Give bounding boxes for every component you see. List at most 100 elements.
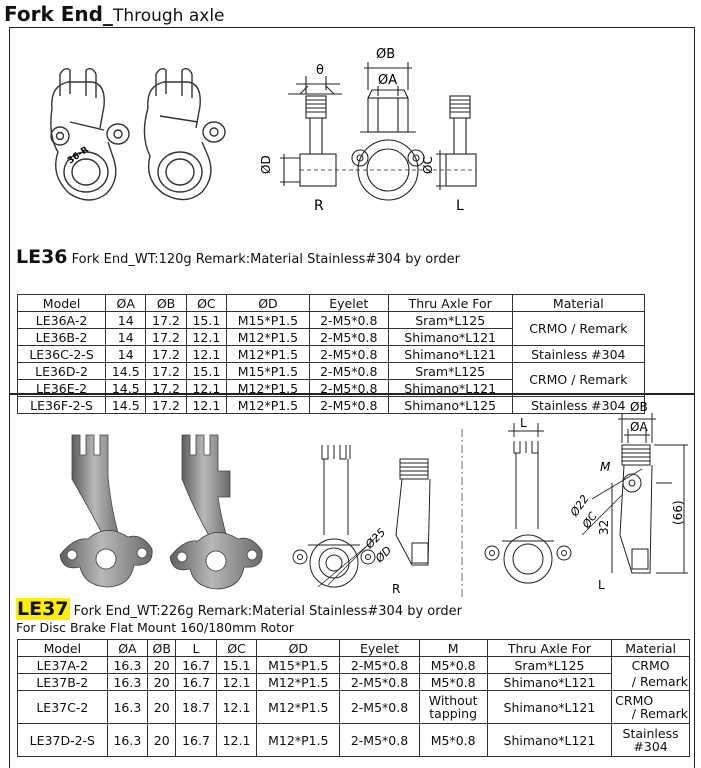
- cell: 2-M5*0.8: [308, 328, 389, 346]
- cell: M5*0.8: [418, 723, 488, 757]
- cell: Shimano*L121: [387, 345, 513, 363]
- cell: 15.1: [185, 362, 228, 380]
- cell: 18.7: [175, 690, 217, 724]
- cell: 17.2: [145, 345, 187, 363]
- le37-code: LE37: [16, 598, 70, 620]
- cell: 17.2: [145, 396, 187, 414]
- col-header: Material: [511, 294, 646, 312]
- col-header: ØC: [185, 294, 228, 312]
- l-label: L: [456, 198, 464, 214]
- col-header: ØA: [106, 639, 149, 657]
- cell-model: LE37A-2: [17, 656, 108, 674]
- cell-line: tapping: [429, 706, 478, 721]
- cell: M5*0.8: [418, 656, 488, 674]
- le36-spec-table: Model ØA ØB ØC ØD Eyelet Thru Axle For M…: [16, 294, 646, 414]
- cell: 16.3: [106, 656, 149, 674]
- cell: Shimano*L121: [486, 673, 613, 691]
- cell-model: LE36C-2-S: [16, 345, 107, 363]
- cell: 14.5: [105, 362, 147, 380]
- le36-section: 36-R: [9, 27, 695, 414]
- cell-line: Without: [428, 693, 478, 708]
- drawing-divider: [461, 429, 463, 599]
- m-label: M: [600, 460, 611, 474]
- le37-subtitle: LE37 Fork End_WT:226g Remark:Material St…: [16, 598, 462, 620]
- r-label-2: R: [392, 582, 400, 596]
- le36-subtitle: LE36 Fork End_WT:120g Remark:Material St…: [16, 246, 460, 268]
- cell-model: LE36A-2: [16, 311, 107, 329]
- cell-material: CRMO / Remark: [511, 311, 646, 346]
- cell: 2-M5*0.8: [339, 656, 420, 674]
- cell: 2-M5*0.8: [339, 690, 420, 724]
- cell: 16.7: [175, 656, 217, 674]
- cell: 14.5: [105, 396, 147, 414]
- le36-technical-drawing: θ ØB ØA ØD ØC R L: [260, 47, 477, 214]
- cell: 17.2: [145, 328, 187, 346]
- phi-b-label-2: ØB: [630, 400, 648, 414]
- r-label: R: [314, 198, 324, 214]
- title-bold: Fork End_: [4, 2, 113, 26]
- col-header: ØB: [145, 294, 187, 312]
- col-header: ØD: [256, 639, 341, 657]
- le37-render-illustration: [59, 434, 263, 590]
- col-header: ØC: [215, 639, 258, 657]
- cell: 12.1: [185, 328, 228, 346]
- cell: Shimano*L121: [387, 328, 513, 346]
- cell: Shimano*L125: [387, 396, 513, 414]
- cell: 20: [147, 656, 177, 674]
- cell: 2-M5*0.8: [308, 345, 389, 363]
- le37-spec-table: Model ØA ØB L ØC ØD Eyelet M Thru Axle F…: [17, 639, 690, 757]
- cell-material: / Remark: [611, 673, 690, 691]
- cell: 12.1: [215, 673, 258, 691]
- col-header: ØA: [105, 294, 147, 312]
- dim32-label: 32: [597, 520, 611, 535]
- cell: M12*P1.5: [256, 690, 341, 724]
- le37-subtitle-text: Fork End_WT:226g Remark:Material Stainle…: [73, 604, 462, 619]
- cell: M12*P1.5: [226, 328, 310, 346]
- cell: 2-M5*0.8: [308, 311, 389, 329]
- cell: M15*P1.5: [256, 656, 341, 674]
- cell: 16.7: [175, 673, 217, 691]
- theta-label: θ: [316, 63, 324, 78]
- cell: M12*P1.5: [226, 345, 310, 363]
- cell-line: #304: [633, 739, 668, 754]
- cell: M12*P1.5: [256, 673, 341, 691]
- le37-section: Ø25 ØD R: [9, 394, 695, 768]
- col-header: L: [175, 639, 217, 657]
- cell: M5*0.8: [418, 673, 488, 691]
- cell: 16.3: [106, 673, 149, 691]
- cell: 2-M5*0.8: [308, 396, 389, 414]
- l-top-label: L: [520, 416, 527, 430]
- col-header: ØB: [147, 639, 177, 657]
- col-header: Model: [17, 639, 108, 657]
- cell-model: LE37C-2: [17, 690, 108, 724]
- cell: 2-M5*0.8: [339, 723, 420, 757]
- cell: 16.3: [106, 690, 149, 724]
- cell-material: Stainless #304: [511, 396, 646, 414]
- cell: 12.1: [185, 396, 228, 414]
- cell: Sram*L125: [387, 311, 513, 329]
- table-header-row: Model ØA ØB ØC ØD Eyelet Thru Axle For M…: [16, 294, 646, 312]
- cell: Shimano*L121: [486, 690, 613, 724]
- cell-material: CRMO/ Remark: [611, 690, 690, 724]
- col-header: Thru Axle For: [486, 639, 613, 657]
- le37-note: For Disc Brake Flat Mount 160/180mm Roto…: [16, 620, 294, 635]
- col-header: ØD: [226, 294, 310, 312]
- cell: M15*P1.5: [226, 362, 310, 380]
- phi-a-label-2: ØA: [630, 420, 648, 434]
- phi-c-label: ØC: [421, 156, 435, 174]
- title-rest: Through axle: [112, 6, 225, 26]
- cell-model: LE37B-2: [17, 673, 108, 691]
- cell: 17.2: [145, 362, 187, 380]
- cell: 12.1: [215, 723, 258, 757]
- cell: 15.1: [185, 311, 228, 329]
- cell: 2-M5*0.8: [308, 362, 389, 380]
- table-header-row: Model ØA ØB L ØC ØD Eyelet M Thru Axle F…: [17, 639, 690, 657]
- col-header: Model: [16, 294, 107, 312]
- le37-drawing-r: Ø25 ØD R: [292, 445, 431, 596]
- cell-model: LE36B-2: [16, 328, 107, 346]
